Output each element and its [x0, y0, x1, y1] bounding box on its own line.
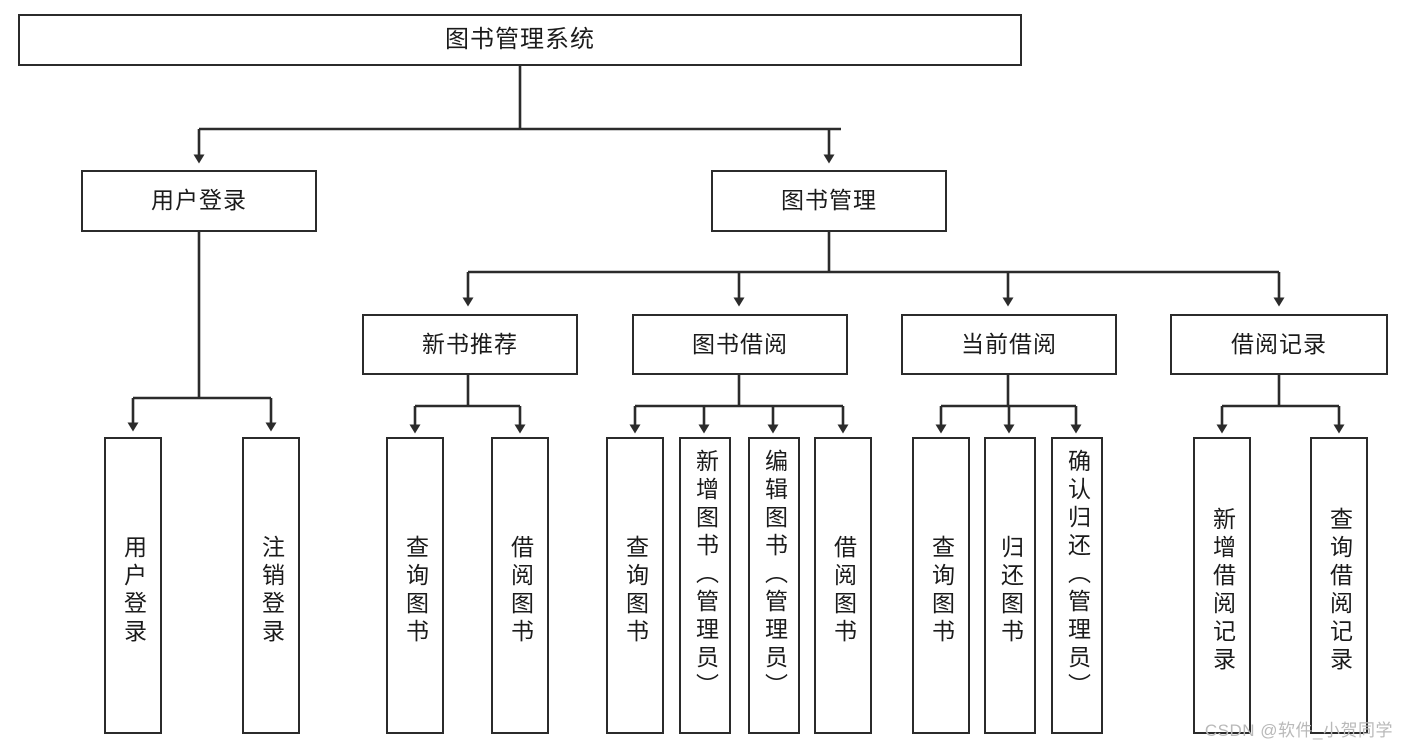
node-leaf-confirm-return-admin[interactable]: 确认归还（管理员） [1051, 437, 1103, 734]
node-label: 用户登录 [151, 187, 247, 214]
node-label: 查询借阅记录 [1326, 506, 1353, 675]
node-label: 借阅图书 [830, 534, 857, 647]
node-label: 新增借阅记录 [1209, 506, 1236, 675]
node-leaf-query-book-2[interactable]: 查询图书 [606, 437, 664, 734]
node-label: 借阅图书 [507, 534, 534, 647]
node-label: 确认归还（管理员） [1064, 449, 1091, 701]
node-label: 用户登录 [120, 534, 147, 647]
node-root-system[interactable]: 图书管理系统 [18, 14, 1022, 66]
node-label: 新增图书（管理员） [692, 449, 719, 701]
node-label: 归还图书 [997, 534, 1024, 647]
node-label: 新书推荐 [422, 330, 518, 357]
node-leaf-borrow-book-1[interactable]: 借阅图书 [491, 437, 549, 734]
node-leaf-query-book-3[interactable]: 查询图书 [912, 437, 970, 734]
node-label: 查询图书 [402, 534, 429, 647]
node-label: 图书借阅 [692, 330, 788, 357]
node-leaf-borrow-book-2[interactable]: 借阅图书 [814, 437, 872, 734]
connector-lines [127, 66, 1345, 434]
node-book-manage[interactable]: 图书管理 [711, 170, 947, 232]
node-book-borrow[interactable]: 图书借阅 [632, 314, 848, 375]
node-label: 当前借阅 [961, 330, 1057, 357]
node-leaf-add-book-admin[interactable]: 新增图书（管理员） [679, 437, 731, 734]
node-borrow-record[interactable]: 借阅记录 [1170, 314, 1388, 375]
node-current-borrow[interactable]: 当前借阅 [901, 314, 1117, 375]
node-leaf-user-login[interactable]: 用户登录 [104, 437, 162, 734]
node-label: 查询图书 [622, 534, 649, 647]
node-leaf-add-borrow-record[interactable]: 新增借阅记录 [1193, 437, 1251, 734]
node-label: 借阅记录 [1231, 330, 1327, 357]
node-leaf-edit-book-admin[interactable]: 编辑图书（管理员） [748, 437, 800, 734]
node-leaf-query-borrow-record[interactable]: 查询借阅记录 [1310, 437, 1368, 734]
node-leaf-return-book[interactable]: 归还图书 [984, 437, 1036, 734]
node-leaf-query-book-1[interactable]: 查询图书 [386, 437, 444, 734]
node-new-book-recommend[interactable]: 新书推荐 [362, 314, 578, 375]
node-label: 图书管理系统 [445, 25, 595, 53]
node-label: 编辑图书（管理员） [761, 449, 788, 701]
node-label: 查询图书 [928, 534, 955, 647]
node-label: 注销登录 [258, 534, 285, 647]
node-user-login[interactable]: 用户登录 [81, 170, 317, 232]
node-label: 图书管理 [781, 187, 877, 214]
node-leaf-logout-login[interactable]: 注销登录 [242, 437, 300, 734]
